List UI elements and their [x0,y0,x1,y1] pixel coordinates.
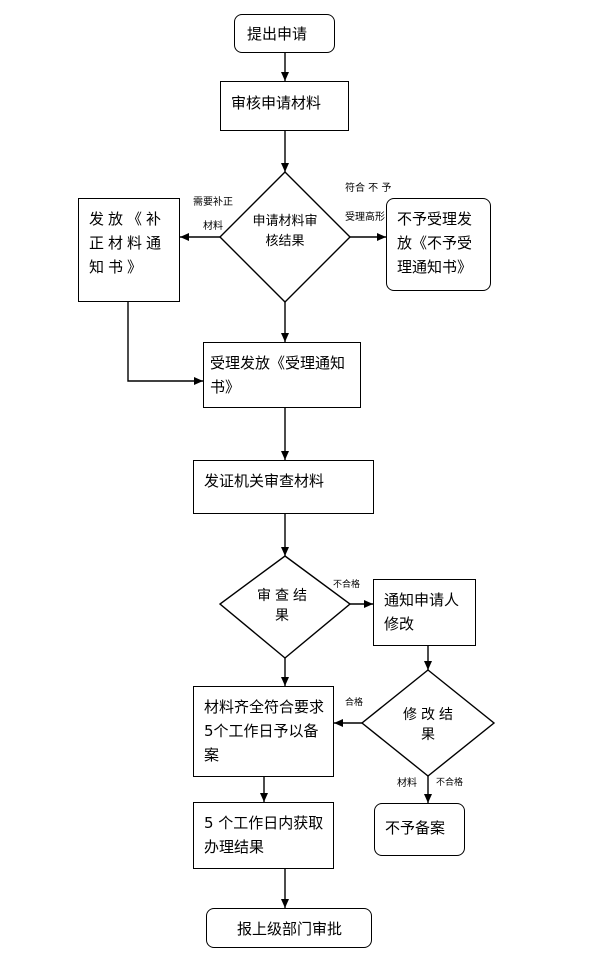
get-result-label: 5 个工作日内获取办理结果 [204,814,324,856]
authority-review-box: 发证机关审查材料 [193,460,374,514]
decision-diamond-exam [218,555,352,659]
start-node: 提出申请 [234,14,335,53]
accept-notice-box: 受理发放《受理通知书》 [203,342,361,408]
notify-modify-box: 通知申请人修改 [373,579,476,646]
decision-diamond-review [219,171,351,303]
start-node-label: 提出申请 [247,25,308,43]
materials-complete-label: 材料齐全符合要求5个工作日予以备案 [204,698,325,764]
edge-correction-to-accept [127,302,203,385]
edge-label-unqualified-1: 不合格 [333,580,361,590]
edge-label-not-meet-1: 符合 不 予 [345,183,392,194]
review-materials-box: 审核申请材料 [220,81,349,131]
edge-label-unqualified-2: 不合格 [436,778,464,788]
accept-notice-label: 受理发放《受理通知书》 [210,354,346,396]
edge-label-need-correction-2: 材料 [203,221,223,232]
reject-notice-label: 不予受理发放《不予受理通知书》 [397,210,473,276]
edge-label-qualified: 合格 [345,698,364,708]
reject-notice-box: 不予受理发放《不予受理通知书》 [386,198,491,291]
issue-correction-label: 发放《补正材料通知书》 [89,210,166,276]
notify-modify-label: 通知申请人修改 [384,591,460,633]
edge-label-materials: 材料 [397,778,417,789]
materials-complete-box: 材料齐全符合要求5个工作日予以备案 [193,686,334,777]
report-approval-label: 报上级部门审批 [237,920,343,938]
no-record-label: 不予备案 [385,819,446,837]
edge-label-not-meet-2: 受理高形 [345,212,385,223]
edge-label-need-correction-1: 需要补正 [193,197,233,208]
review-materials-label: 审核申请材料 [231,94,322,112]
review-result-label: 申请材料审核结果 [252,214,318,249]
report-approval-box: 报上级部门审批 [206,908,372,948]
get-result-box: 5 个工作日内获取办理结果 [193,802,334,869]
modify-result-label: 修改结果 [403,707,457,743]
exam-result-label: 审查结果 [257,588,311,624]
authority-review-label: 发证机关审查材料 [204,472,325,490]
decision-diamond-modify [360,669,496,777]
issue-correction-box: 发放《补正材料通知书》 [78,198,180,302]
no-record-box: 不予备案 [374,803,465,856]
